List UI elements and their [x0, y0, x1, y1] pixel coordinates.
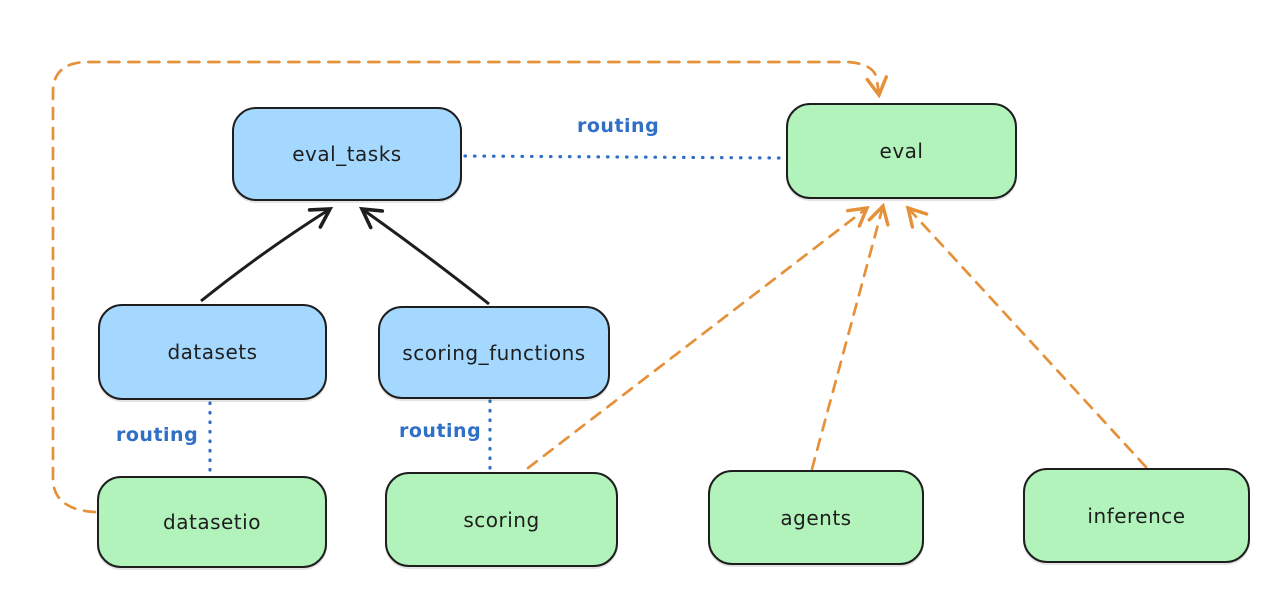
node-inference-label: inference — [1087, 503, 1186, 528]
node-scoring-functions: scoring_functions — [378, 306, 610, 399]
node-eval-tasks: eval_tasks — [232, 107, 462, 201]
node-datasets: datasets — [98, 304, 327, 400]
node-scoring-functions-label: scoring_functions — [402, 340, 586, 365]
node-agents-label: agents — [780, 505, 852, 530]
routing-label-eval-tasks-eval: routing — [577, 115, 660, 137]
node-eval-label: eval — [879, 139, 924, 163]
edge-eval_tasks-eval-routing — [463, 154, 785, 160]
routing-label-scoring-functions-scoring: routing — [399, 420, 482, 442]
node-datasetio-label: datasetio — [163, 510, 261, 534]
edge-scoring-eval — [526, 208, 867, 470]
node-inference: inference — [1023, 468, 1250, 563]
edge-datasetio-eval — [51, 60, 879, 514]
node-eval-tasks-label: eval_tasks — [292, 142, 402, 166]
node-scoring: scoring — [385, 472, 618, 567]
node-datasets-label: datasets — [167, 340, 258, 364]
node-agents: agents — [708, 470, 924, 565]
node-datasetio: datasetio — [97, 476, 327, 568]
node-scoring-label: scoring — [463, 507, 540, 532]
node-eval: eval — [786, 103, 1017, 199]
edge-inference-eval — [908, 208, 1148, 469]
edge-datasets-eval_tasks — [200, 209, 330, 303]
routing-label-datasets-datasetio: routing — [116, 424, 199, 446]
edge-agents-eval — [810, 206, 883, 471]
edge-scoring_functions-eval_tasks — [362, 209, 490, 306]
